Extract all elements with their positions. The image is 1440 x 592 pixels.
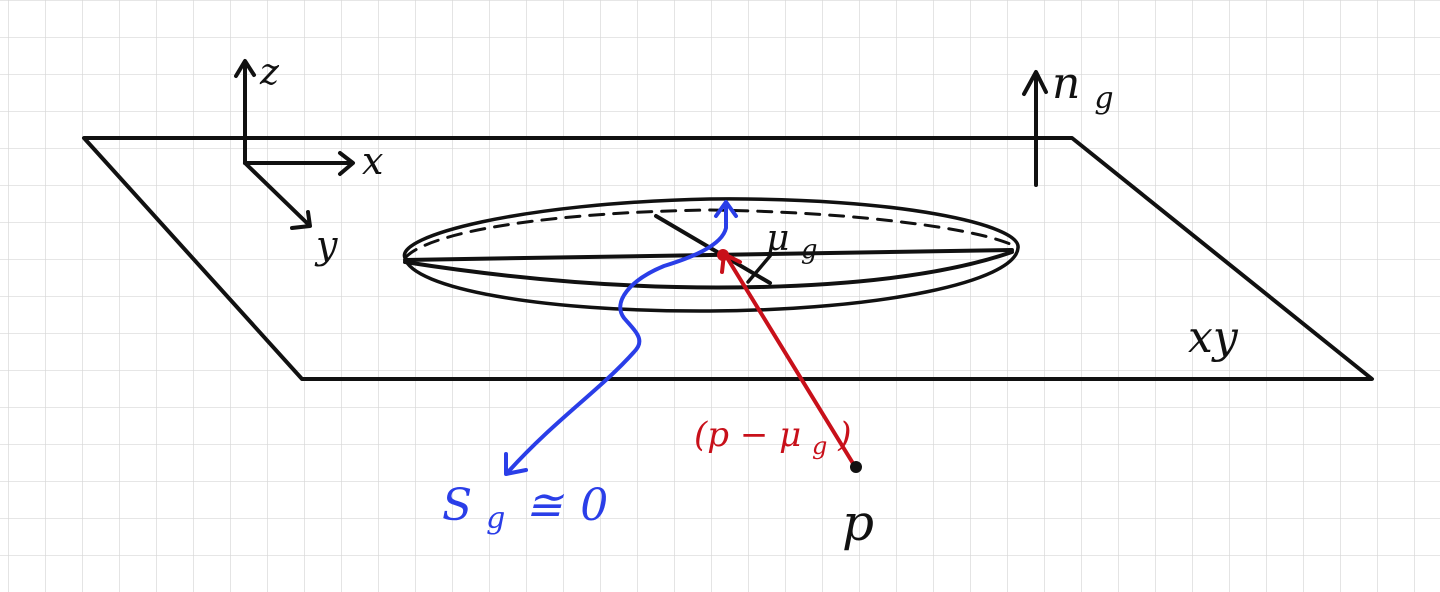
offset-label: (p − μ g )	[694, 415, 852, 463]
ellipse-minor-axis	[654, 214, 772, 285]
normal-vector-arrow	[1022, 70, 1048, 187]
x-axis-arrow	[243, 151, 355, 176]
y-axis-label: y	[314, 223, 338, 267]
scale-label: S g ≅ 0	[442, 480, 608, 539]
scale-label-relation: ≅	[525, 480, 564, 531]
offset-label-main: (p − μ	[694, 415, 801, 455]
y-axis-arrow	[243, 161, 312, 230]
scale-label-main: S	[442, 480, 472, 531]
ellipse-major-axis	[403, 248, 1014, 262]
mean-label: μ g	[766, 218, 818, 265]
z-axis-arrow	[234, 59, 256, 165]
point-label: p	[842, 494, 874, 552]
plane-label: xy	[1188, 312, 1239, 363]
offset-label-close: )	[837, 415, 851, 455]
normal-label-subscript: g	[1094, 81, 1113, 116]
ellipse-back-dashed	[403, 208, 1020, 260]
ellipse-front-outline	[402, 197, 1020, 313]
mean-label-subscript: g	[801, 235, 818, 265]
mean-center-dot	[717, 249, 729, 261]
x-axis-label: x	[362, 139, 383, 183]
offset-label-subscript: g	[812, 432, 827, 460]
coordinate-axes	[234, 59, 355, 230]
flattened-ellipsoid	[402, 197, 1020, 313]
scale-arrow	[504, 200, 738, 476]
mean-label-main: μ	[766, 218, 789, 259]
point-p-dot	[850, 461, 862, 473]
scale-arrow-shaft	[506, 204, 728, 474]
normal-label: n g	[1052, 58, 1114, 116]
offset-vector-shaft	[724, 254, 856, 467]
normal-label-main: n	[1052, 58, 1080, 109]
xy-plane	[82, 136, 1374, 381]
scale-arrow-head-bottom	[504, 452, 528, 476]
mean-label-leader	[746, 254, 772, 284]
scale-label-value: 0	[580, 480, 608, 531]
z-axis-label: z	[259, 52, 280, 93]
scale-label-subscript: g	[486, 501, 505, 536]
ellipse-lower-rim	[403, 250, 1014, 290]
scale-arrow-head-top	[714, 200, 738, 218]
